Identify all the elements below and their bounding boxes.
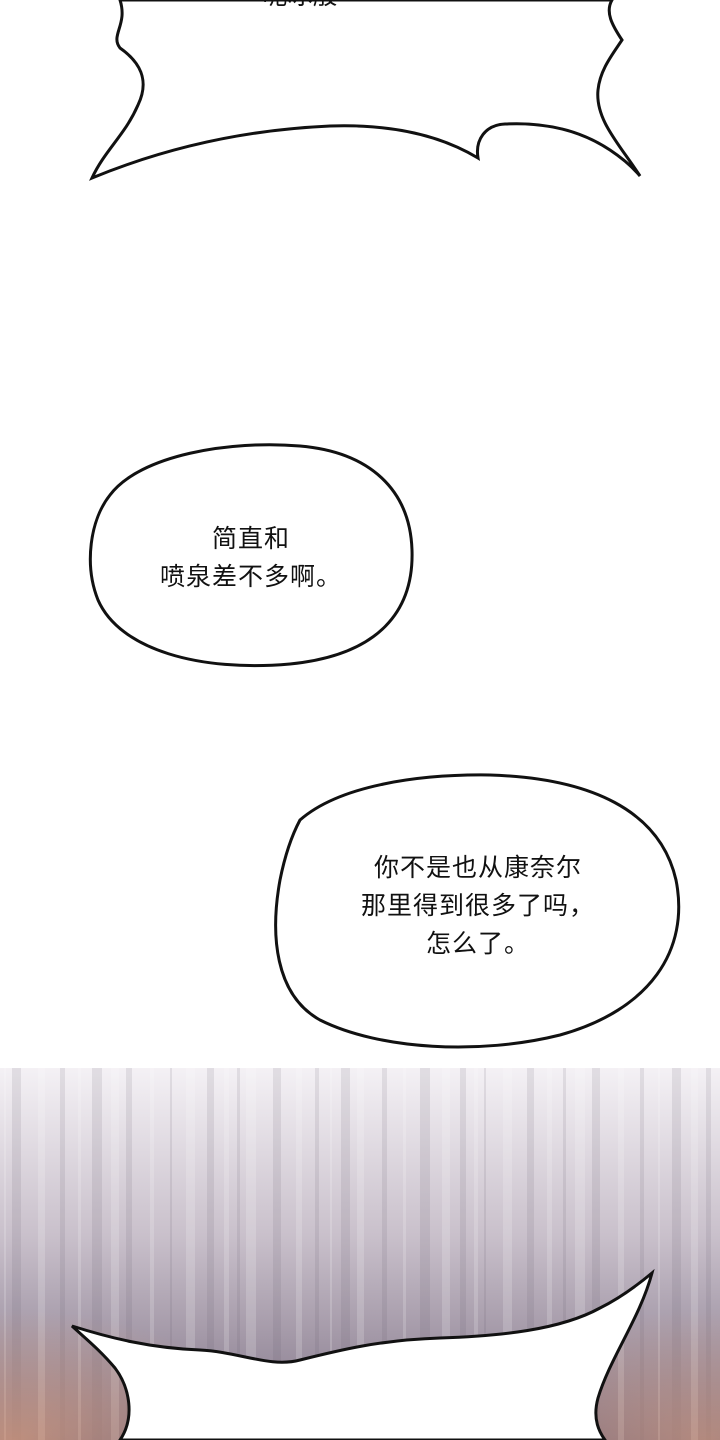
top-bubble-shape	[89, 0, 642, 181]
bottom-spiky-bubble	[70, 1268, 655, 1440]
bubble-2-line-3: 怎么了。	[425, 929, 530, 958]
bubble-2-line-1: 你不是也从康奈尔	[373, 853, 582, 882]
speech-bubble-2-text: 你不是也从康奈尔 那里得到很多了吗， 怎么了。	[276, 849, 680, 963]
speech-bubble-1-text: 简直和 喷泉差不多啊。	[90, 520, 412, 596]
bubble-2-line-2: 那里得到很多了吗，	[360, 891, 595, 920]
bubble-1-line-2: 喷泉差不多啊。	[159, 562, 342, 591]
top-spiky-bubble: 呢冰般	[89, 0, 642, 181]
bubble-1-line-1: 简直和	[211, 524, 290, 553]
bottom-gradient-panel	[0, 1068, 720, 1440]
top-caption-fragment: 呢冰般	[262, 0, 337, 10]
